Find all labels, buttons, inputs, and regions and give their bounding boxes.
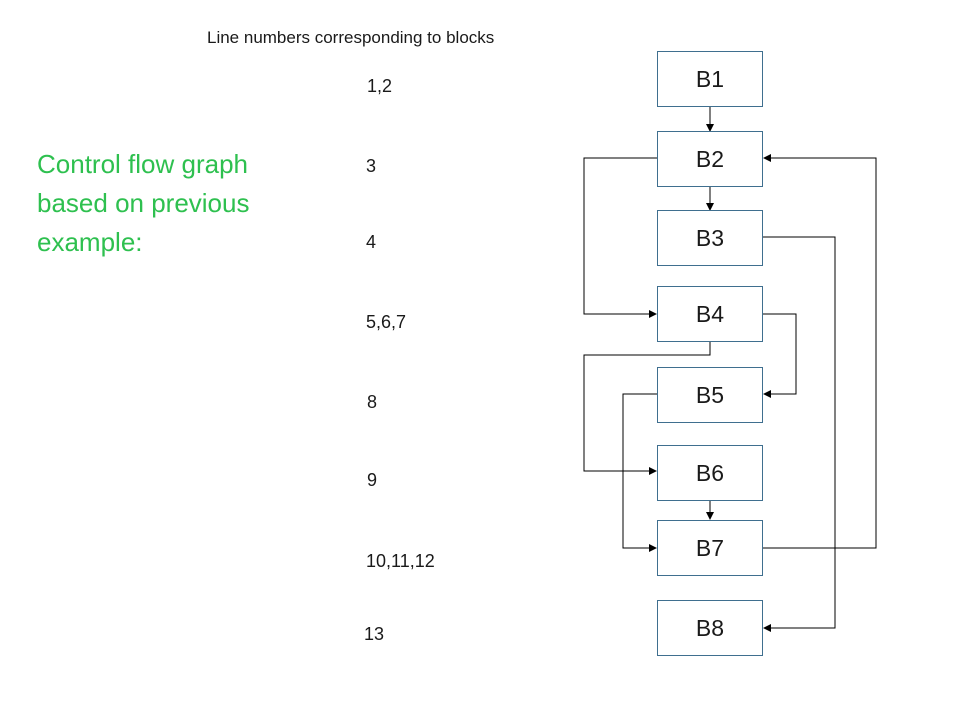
line-numbers-b4: 5,6,7 — [366, 312, 407, 332]
block-b7: B7 — [657, 520, 763, 576]
block-b1: B1 — [657, 51, 763, 107]
line-numbers-b5: 8 — [367, 392, 378, 412]
block-b4: B4 — [657, 286, 763, 342]
line-numbers-b1: 1,2 — [367, 76, 393, 96]
line-numbers-b3: 4 — [366, 232, 377, 252]
line-numbers-b7: 10,11,12 — [366, 551, 435, 571]
block-b6: B6 — [657, 445, 763, 501]
edge-b7-b2 — [763, 154, 877, 549]
diagram-caption: Control flow graph based on previous exa… — [37, 149, 250, 257]
edge-b4-b6 — [583, 342, 711, 475]
line-numbers-b8: 13 — [364, 624, 385, 644]
line-numbers-b2: 3 — [366, 156, 377, 176]
block-b2: B2 — [657, 131, 763, 187]
edge-b2-b4 — [583, 157, 657, 318]
block-b8: B8 — [657, 600, 763, 656]
edge-b4-b5 — [763, 313, 797, 398]
edge-b3-b8 — [763, 236, 836, 632]
line-numbers-heading: Line numbers corresponding to blocks — [207, 28, 495, 47]
block-b3: B3 — [657, 210, 763, 266]
block-b5: B5 — [657, 367, 763, 423]
line-numbers-b6: 9 — [367, 470, 378, 490]
edge-b5-b7 — [622, 393, 657, 552]
